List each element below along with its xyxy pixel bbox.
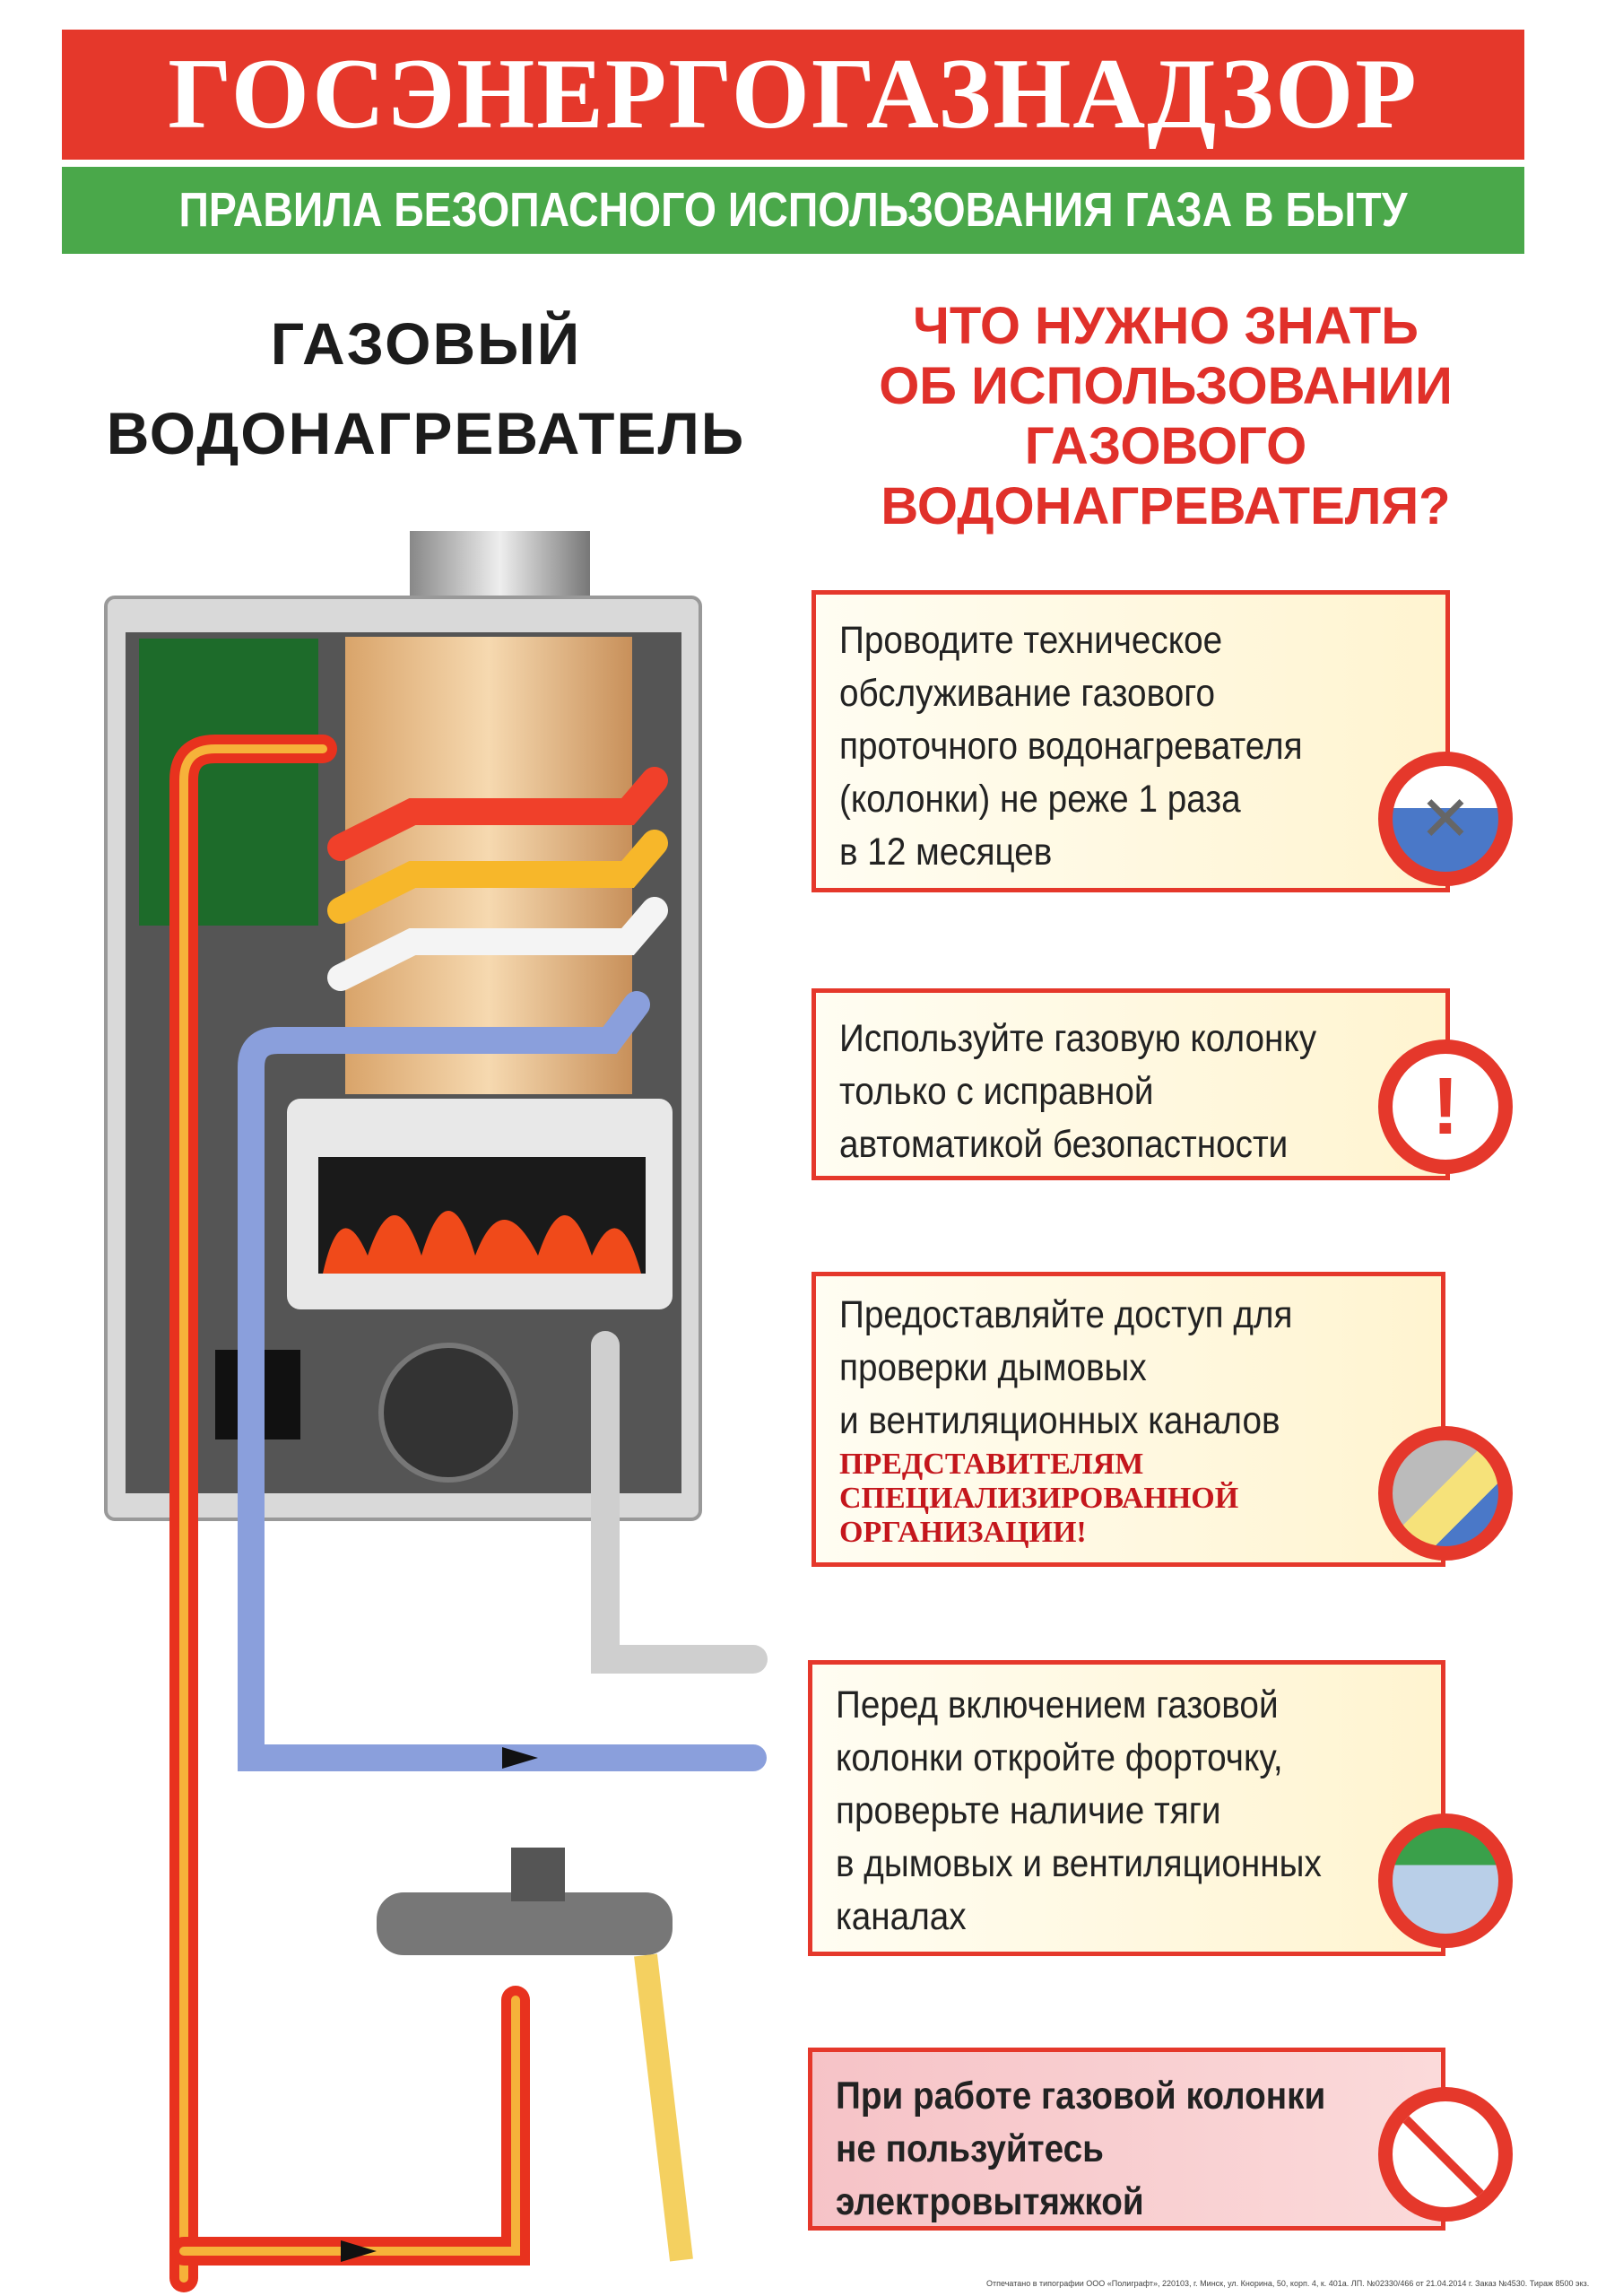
right-title-line: ВОДОНАГРЕВАТЕЛЯ? (881, 477, 1451, 535)
right-title-line: ОБ ИСПОЛЬЗОВАНИИ (879, 357, 1453, 415)
exclamation-icon: ! (1378, 1039, 1513, 1174)
left-title-line2: ВОДОНАГРЕВАТЕЛЬ (106, 400, 746, 466)
right-title: ЧТО НУЖНО ЗНАТЬ ОБ ИСПОЛЬЗОВАНИИ ГАЗОВОГ… (807, 296, 1524, 536)
circuit-board (139, 639, 318, 926)
wrench-icon: ✕ (1378, 752, 1513, 886)
header-title: ГОСЭНЕРГОГАЗНАДЗОР (62, 30, 1524, 160)
arrow-icon (341, 2240, 377, 2262)
print-info: Отпечатано в типографии ООО «Полиграфт»,… (986, 2279, 1590, 2288)
header-subtitle: ПРАВИЛА БЕЗОПАСНОГО ИСПОЛЬЗОВАНИЯ ГАЗА В… (62, 167, 1524, 254)
faucet-icon (377, 1848, 693, 2262)
no-hood-icon (1378, 2087, 1513, 2222)
right-title-line: ЧТО НУЖНО ЗНАТЬ (913, 297, 1419, 355)
right-title-line: ГАЗОВОГО (1024, 417, 1307, 475)
left-title-line1: ГАЗОВЫЙ (270, 310, 582, 377)
flame-icon (323, 1211, 641, 1274)
ventilation-icon (1378, 1426, 1513, 1561)
arrow-icon (502, 1747, 538, 1769)
fan-icon (378, 1343, 518, 1483)
draft-icon (1378, 1813, 1513, 1948)
